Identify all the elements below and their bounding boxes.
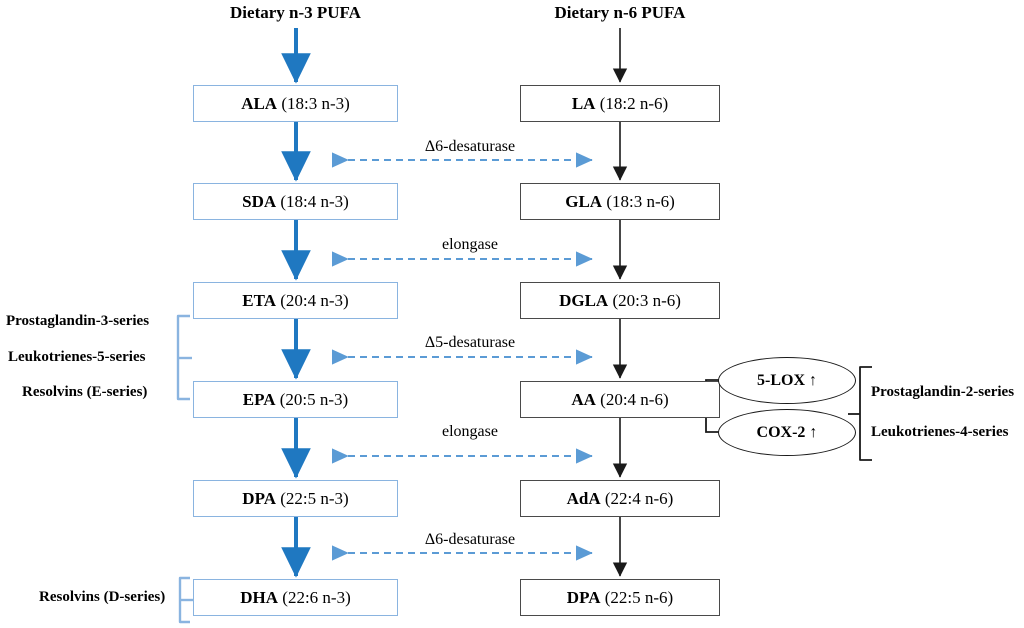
node-dpa-n3[interactable]: DPA (22:5 n-3) <box>193 480 398 517</box>
node-spec: (20:4 n-3) <box>280 290 349 310</box>
node-abbr: AA <box>571 389 596 409</box>
node-abbr: AdA <box>566 488 601 508</box>
node-spec: (20:5 n-3) <box>279 389 349 409</box>
product-resolvins-e-series: Resolvins (E-series) <box>22 384 148 400</box>
n3-products-bracket <box>176 314 192 401</box>
node-abbr: ETA <box>242 290 276 310</box>
node-dgla[interactable]: DGLA (20:3 n-6) <box>520 282 720 319</box>
node-spec: (18:3 n-3) <box>281 93 350 113</box>
title-n6: Dietary n-6 PUFA <box>554 3 686 22</box>
node-spec: (22:6 n-3) <box>282 587 351 607</box>
node-abbr: SDA <box>242 191 277 211</box>
product-resolvins-d-series: Resolvins (D-series) <box>39 589 166 605</box>
node-eta[interactable]: ETA (20:4 n-3) <box>193 282 398 319</box>
node-spec: (18:2 n-6) <box>599 93 669 113</box>
node-ala[interactable]: ALA (18:3 n-3) <box>193 85 398 122</box>
title-n3: Dietary n-3 PUFA <box>230 3 361 22</box>
node-abbr: DGLA <box>559 290 609 310</box>
node-spec: (18:3 n-6) <box>606 191 675 211</box>
enzyme-label-delta6-2: Δ6-desaturase <box>424 531 516 548</box>
node-aa[interactable]: AA (20:4 n-6) <box>520 381 720 418</box>
node-spec: (18:4 n-3) <box>280 191 349 211</box>
n6-products-bracket <box>848 366 872 461</box>
enzyme-label-delta6-1: Δ6-desaturase <box>424 138 516 155</box>
product-prostaglandin-2-series: Prostaglandin-2-series <box>871 384 1015 400</box>
node-abbr: DHA <box>240 587 279 607</box>
dha-product-bracket <box>178 576 193 624</box>
product-leukotrienes-4-series: Leukotrienes-4-series <box>871 424 1009 440</box>
node-spec: (22:4 n-6) <box>604 488 674 508</box>
enzyme-label-elongase-2: elongase <box>442 423 498 440</box>
product-leukotrienes-5-series: Leukotrienes-5-series <box>8 349 146 365</box>
enzyme-label-delta5: Δ5-desaturase <box>424 334 516 351</box>
node-spec: (20:3 n-6) <box>612 290 681 310</box>
node-la[interactable]: LA (18:2 n-6) <box>520 85 720 122</box>
node-ada[interactable]: AdA (22:4 n-6) <box>520 480 720 517</box>
node-spec: (20:4 n-6) <box>600 389 669 409</box>
node-sda[interactable]: SDA (18:4 n-3) <box>193 183 398 220</box>
enzyme-node-cox-2[interactable]: COX-2 ↑ <box>718 409 856 456</box>
node-abbr: ALA <box>241 93 278 113</box>
enzyme-node-5-lox[interactable]: 5-LOX ↑ <box>718 357 856 404</box>
enzyme-dashed-arrows <box>332 152 593 561</box>
node-abbr: GLA <box>565 191 603 211</box>
node-spec: (22:5 n-3) <box>280 488 349 508</box>
node-abbr: DPA <box>242 488 276 508</box>
node-gla[interactable]: GLA (18:3 n-6) <box>520 183 720 220</box>
enzyme-label-elongase-1: elongase <box>442 236 498 253</box>
node-spec: (22:5 n-6) <box>604 587 674 607</box>
node-dpa-n6[interactable]: DPA (22:5 n-6) <box>520 579 720 616</box>
node-abbr: DPA <box>566 587 601 607</box>
node-dha[interactable]: DHA (22:6 n-3) <box>193 579 398 616</box>
product-prostaglandin-3-series: Prostaglandin-3-series <box>6 313 150 329</box>
node-epa[interactable]: EPA (20:5 n-3) <box>193 381 398 418</box>
node-abbr: LA <box>571 93 596 113</box>
node-abbr: EPA <box>242 389 276 409</box>
